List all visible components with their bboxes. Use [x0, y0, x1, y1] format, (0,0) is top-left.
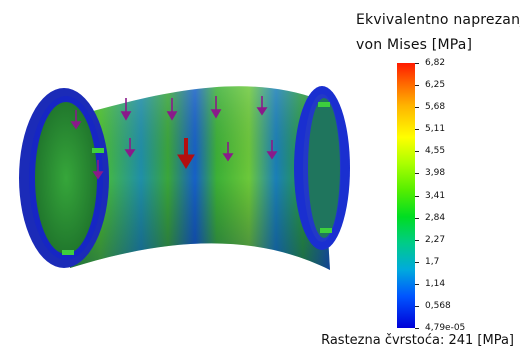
legend-tick-mark [415, 85, 419, 87]
load-arrows [70, 96, 278, 180]
legend-tick-mark [415, 217, 419, 219]
legend-tick-label: 6,25 [425, 80, 446, 91]
legend-tick-label: 0,568 [425, 300, 451, 311]
legend-tick-mark [415, 129, 419, 131]
left-flange-opening [35, 102, 97, 254]
right-flange-face [308, 98, 340, 238]
legend-tick-mark [415, 328, 419, 329]
legend-tick-mark [415, 107, 419, 109]
legend-tick-label: 5,11 [425, 124, 446, 135]
fixture-marker [92, 148, 104, 153]
legend-tick-mark [415, 63, 419, 64]
legend-tick-label: 3,41 [425, 190, 446, 201]
legend-title: Ekvivalentno naprezanje [356, 12, 520, 28]
stress-color-bar [397, 63, 415, 328]
legend-tick-label: 5,68 [425, 102, 446, 113]
fixture-marker [62, 250, 74, 255]
legend-tick-label: 2,27 [425, 234, 446, 245]
legend-tick-label: 4,55 [425, 146, 446, 157]
pipe-body-shading [60, 86, 330, 270]
legend-tick-label: 3,98 [425, 168, 446, 179]
legend-tick-mark [415, 239, 419, 241]
legend-tick-label: 1,7 [425, 256, 440, 267]
legend-tick-mark [415, 173, 419, 175]
legend-tick-mark [415, 305, 419, 307]
legend-tick-label: 2,84 [425, 212, 446, 223]
legend-tick-mark [415, 261, 419, 263]
fixture-marker [320, 228, 332, 233]
legend-tick-label: 6,82 [425, 58, 446, 68]
tensile-strength-label: Rastezna čvrstoća: 241 [MPa] [321, 333, 514, 348]
fixture-marker [318, 102, 330, 107]
legend-tick-label: 1,14 [425, 278, 446, 289]
legend-tick-mark [415, 195, 419, 197]
legend-tick-mark [415, 151, 419, 153]
legend-tick-label: 4,79e-05 [425, 323, 466, 333]
legend-tick-mark [415, 283, 419, 285]
force-arrow-icon [177, 138, 195, 169]
legend-subtitle: von Mises [MPa] [356, 37, 473, 53]
